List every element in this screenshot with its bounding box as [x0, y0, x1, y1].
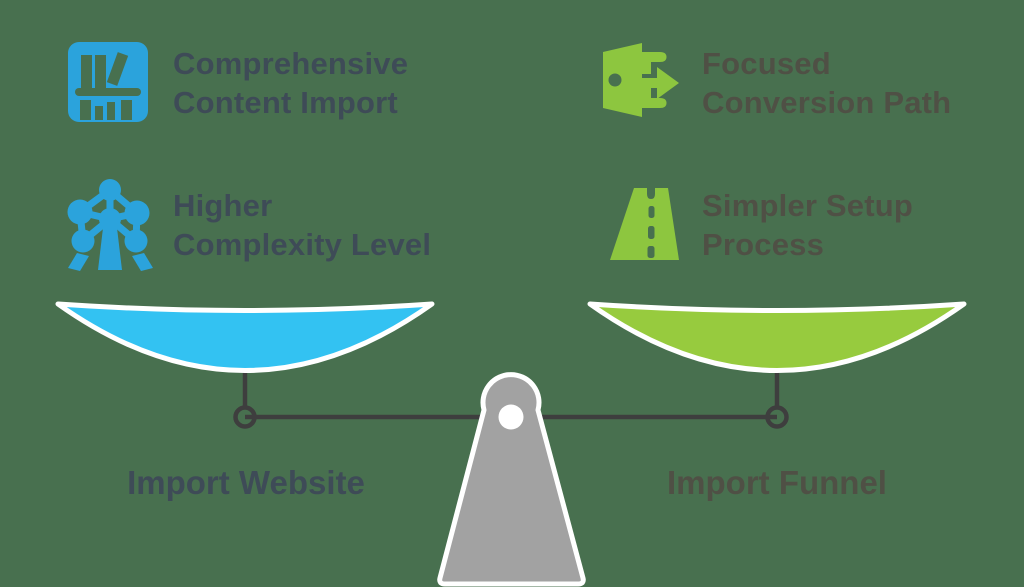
feature-simpler-setup-process — [603, 178, 683, 266]
left-pan-label: Import Website — [127, 464, 365, 501]
feature-4-line1: Simpler Setup — [702, 188, 914, 223]
feature-3-line1: Focused — [702, 46, 831, 81]
exit-door-arrow-icon — [603, 43, 679, 117]
right-pan-label: Import Funnel — [667, 464, 887, 501]
atomium-structure-icon — [67, 179, 153, 271]
feature-4-text: Simpler Setup Process — [702, 186, 913, 264]
feature-2-text: Higher Complexity Level — [173, 186, 431, 264]
road-icon — [610, 188, 679, 260]
right-pan — [587, 301, 967, 373]
right-ring — [765, 405, 789, 429]
feature-4-line2: Process — [702, 227, 825, 262]
feature-1-line1: Comprehensive — [173, 46, 409, 81]
fulcrum — [437, 372, 586, 587]
feature-1-line2: Content Import — [173, 85, 398, 120]
feature-2-line1: Higher — [173, 188, 273, 223]
feature-1-text: Comprehensive Content Import — [173, 44, 408, 122]
pan-stems — [242, 366, 780, 409]
feature-3-text: Focused Conversion Path — [702, 44, 951, 122]
feature-2-line2: Complexity Level — [173, 227, 432, 262]
left-pan — [55, 301, 435, 373]
feature-focused-conversion-path — [598, 40, 680, 120]
left-ring — [233, 405, 257, 429]
bookshelf-icon — [68, 42, 148, 122]
feature-higher-complexity-level — [66, 168, 166, 271]
feature-3-line2: Conversion Path — [702, 85, 952, 120]
feature-comprehensive-content-import — [68, 42, 148, 122]
fulcrum-hole — [498, 404, 524, 430]
